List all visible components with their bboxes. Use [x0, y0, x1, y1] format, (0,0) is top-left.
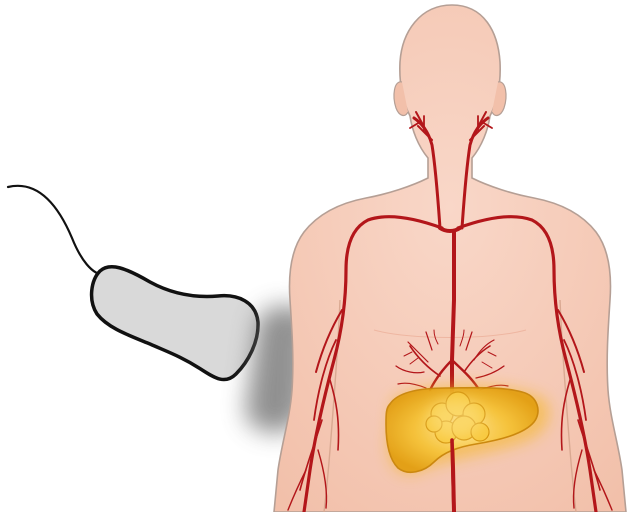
- ultrasound-probe-icon: [92, 267, 258, 380]
- organ-highlight: [428, 398, 484, 438]
- aorta-lower: [452, 440, 454, 512]
- probe-cable: [8, 186, 106, 275]
- ultrasound-probe: [8, 186, 258, 380]
